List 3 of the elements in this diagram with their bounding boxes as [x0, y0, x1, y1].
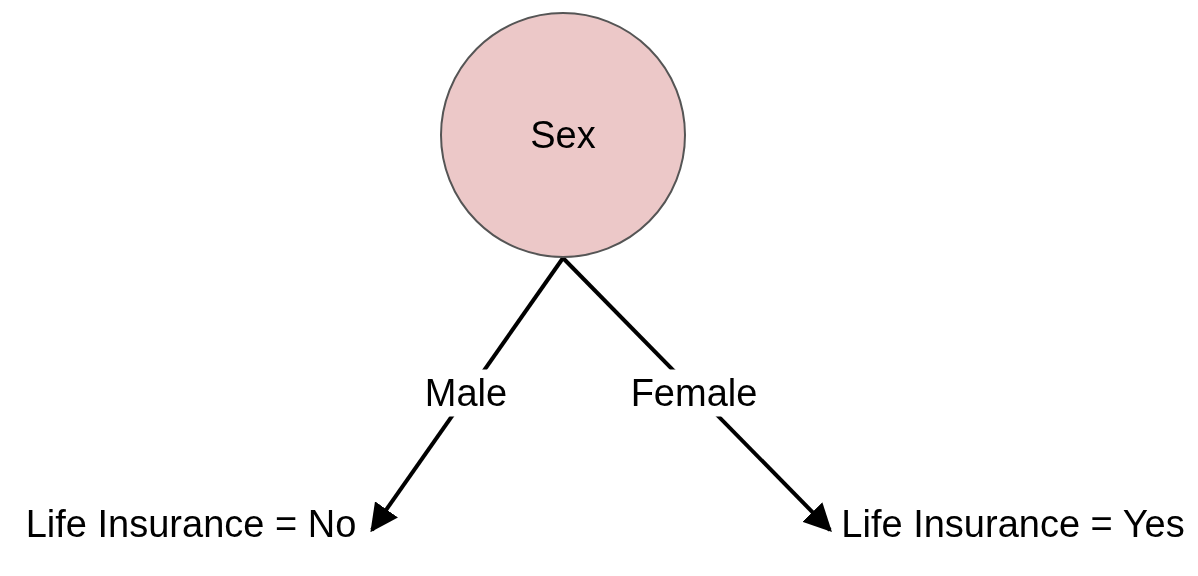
outcome-label: Life Insurance = No — [25, 501, 357, 547]
node-label: Sex — [530, 112, 596, 158]
outcome-label: Life Insurance = Yes — [841, 501, 1185, 547]
